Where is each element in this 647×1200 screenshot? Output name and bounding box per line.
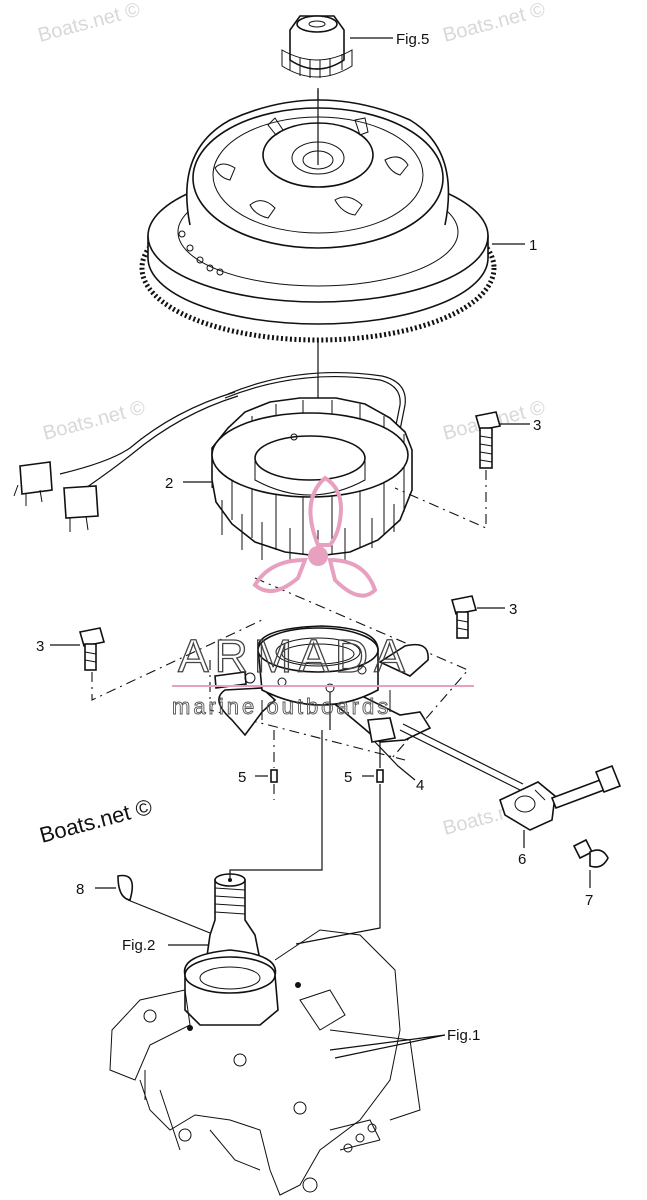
callout-bolt-right-upper: 3 (533, 417, 541, 434)
pulser-bolt (572, 838, 609, 868)
callout-pulser-coil: 6 (518, 851, 526, 868)
watermark-text: Boats.net © (41, 396, 148, 444)
callout-flywheel: 1 (529, 237, 537, 254)
armada-logo: ARMADA marine outboards (172, 475, 474, 719)
callout-fig1: Fig.1 (447, 1027, 480, 1044)
callout-pin-right: 5 (344, 769, 352, 786)
callout-fig5: Fig.5 (396, 31, 429, 48)
armada-tagline: marine outboards (172, 694, 391, 719)
stator-bolt-right (474, 411, 502, 469)
flywheel-nut (281, 15, 353, 78)
callout-fig2: Fig.2 (122, 937, 155, 954)
assembly-guide-left (91, 619, 263, 701)
engine-block (109, 929, 421, 1196)
boats-net-caption: Boats.net © (37, 794, 155, 848)
assembly-guide-lower (209, 660, 406, 761)
callout-pulser-bolt: 7 (585, 892, 593, 909)
armada-wordmark: ARMADA (178, 630, 411, 682)
dowel-pin-right (376, 769, 384, 783)
callout-bolt-right-lower: 3 (509, 601, 517, 618)
flywheel (139, 99, 497, 343)
woodruff-key (117, 874, 134, 901)
callout-stator: 2 (165, 475, 173, 492)
base-bolt-left (78, 627, 106, 671)
watermark-text: Boats.net © (441, 0, 548, 47)
watermark-text: Boats.net © (36, 0, 143, 47)
callout-bolt-left: 3 (36, 638, 44, 655)
stator-wiring (13, 371, 406, 532)
dowel-pin-left (270, 769, 278, 783)
stator (211, 397, 413, 562)
callout-base-plate: 4 (416, 777, 424, 794)
base-bolt-right (450, 595, 478, 639)
pulser-lead (399, 729, 521, 791)
propeller-logo-icon (252, 475, 378, 598)
callout-pin-left: 5 (238, 769, 246, 786)
pulser-coil (499, 764, 622, 831)
callout-key: 8 (76, 881, 84, 898)
